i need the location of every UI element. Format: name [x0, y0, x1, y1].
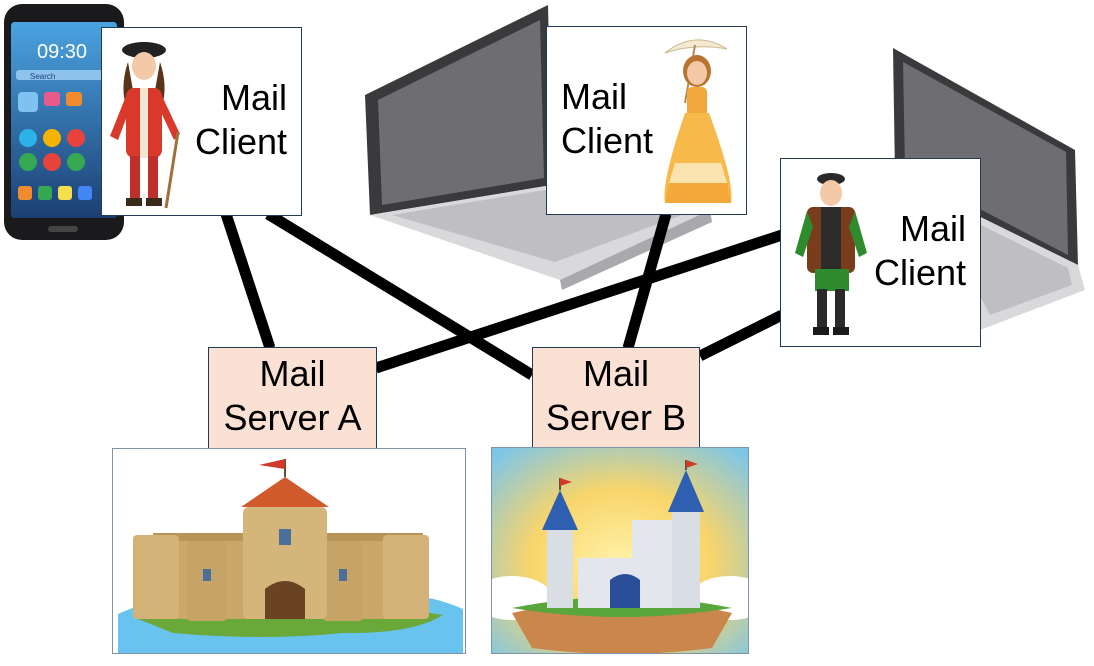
client-label-line2: Client: [194, 121, 287, 162]
client-box: Mail Client: [101, 27, 302, 216]
smartphone-icon: [4, 4, 124, 240]
server-b-box: Mail Server B: [532, 347, 700, 450]
phone-time: 09:30: [37, 41, 87, 63]
server-label-line2: Server A: [223, 397, 362, 438]
client-label-line1: Mail: [561, 76, 628, 117]
connector-client1-serverA: [220, 212, 276, 350]
client-label-line2: Client: [561, 120, 654, 161]
merchant-icon: [795, 173, 867, 335]
client-label-line1: Mail: [899, 208, 966, 249]
castle-icon: [118, 459, 463, 653]
client-box: Mail Client: [780, 158, 981, 347]
client-box: Mail Client: [546, 26, 747, 215]
server-label-line2: Server B: [545, 397, 687, 438]
phone-search: Search: [30, 72, 55, 81]
server-a-box: Mail Server A: [208, 347, 377, 450]
lady-icon: [664, 39, 732, 203]
connector-client3-serverA: [374, 229, 784, 374]
castle-a-image: [112, 448, 466, 654]
castle-b-image: [491, 447, 749, 654]
castle-icon: [492, 448, 748, 653]
server-label-line1: Mail: [259, 353, 326, 394]
nobleman-icon: [110, 42, 180, 209]
connector-client3-serverB: [697, 310, 785, 361]
client-label-line2: Client: [873, 252, 966, 293]
connector-client1-serverB: [265, 209, 535, 380]
server-label-line1: Mail: [582, 353, 649, 394]
client-label-line1: Mail: [220, 77, 287, 118]
